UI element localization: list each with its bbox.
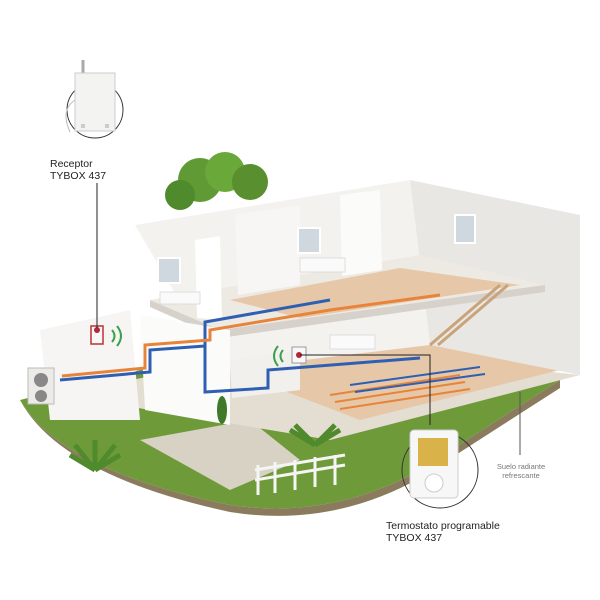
floor-heating-label: Suelo radiante refrescante — [488, 462, 554, 480]
floor-label-line2: refrescante — [502, 471, 540, 480]
sofa — [329, 334, 376, 350]
floor-label-line1: Suelo radiante — [496, 462, 546, 471]
bed — [159, 291, 201, 305]
upper-wall-3 — [340, 190, 382, 276]
receptor-label: Receptor TYBOX 437 — [50, 158, 106, 182]
thermostat-leader — [300, 354, 431, 425]
thermostat-label: Termostato programable TYBOX 437 — [386, 520, 500, 544]
upper-wall-2 — [235, 205, 300, 295]
thermostat-device-icon — [401, 429, 479, 509]
front-wall-left — [40, 310, 140, 420]
upper-wall-1 — [195, 236, 222, 320]
receptor-label-line2: TYBOX 437 — [50, 170, 107, 182]
palm-tree-icon — [68, 440, 122, 473]
thermostat-label-line1: Termostato programable — [386, 520, 500, 532]
bed — [299, 257, 346, 273]
staircase — [429, 283, 509, 347]
floor-heating — [329, 374, 471, 410]
front-wall-mid — [140, 315, 230, 425]
wireless-signal-icon — [111, 325, 284, 367]
receptor-label-line1: Receptor — [50, 158, 93, 170]
tree-icon — [165, 152, 268, 210]
thermostat-marker — [296, 352, 302, 358]
window — [454, 214, 476, 244]
pipe-orange — [61, 293, 441, 378]
living-floor — [230, 340, 560, 420]
palm-tree-icon — [288, 423, 342, 448]
receptor-device-icon — [65, 60, 124, 139]
garden-path — [140, 420, 300, 490]
pipe-blue — [59, 298, 421, 394]
window — [297, 227, 321, 254]
garden-gate — [254, 453, 346, 495]
receptor-marker — [94, 327, 100, 333]
window — [157, 257, 181, 284]
thermostat-label-line2: TYBOX 437 — [386, 532, 443, 544]
shrub — [217, 396, 227, 424]
